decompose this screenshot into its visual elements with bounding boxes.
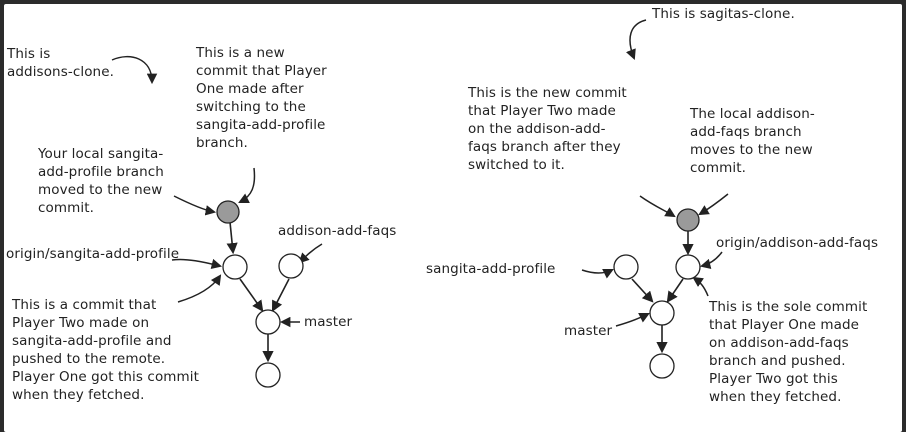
left-edge-origin-to-master xyxy=(239,278,264,312)
left-commit-master xyxy=(255,309,281,335)
right-sole-commit-note: This is the sole commit that Player One … xyxy=(709,299,868,405)
left-origin-label: origin/sangita-add-profile xyxy=(6,246,180,262)
right-edge-profile-to-master xyxy=(631,278,654,303)
right-commit-root xyxy=(649,353,675,379)
right-commit-profile xyxy=(613,254,639,280)
left-graph-edges xyxy=(226,221,290,363)
left-new-commit-note: This is a new commit that Player One mad… xyxy=(196,45,327,151)
left-graph-commits xyxy=(216,200,304,388)
left-pushed-arrow xyxy=(177,274,222,303)
left-new-commit-arrow xyxy=(238,167,256,203)
right-graph-edges xyxy=(631,230,694,354)
right-origin-label: origin/addison-add-faqs xyxy=(716,235,879,251)
left-commit-root xyxy=(255,362,281,388)
right-graph-commits xyxy=(613,208,701,379)
left-clone-arrow xyxy=(111,56,158,85)
left-faqs-label: addison-add-faqs xyxy=(278,223,397,239)
left-edge-new-to-origin xyxy=(226,221,238,255)
left-annotation-arrows xyxy=(111,56,323,328)
left-local-branch-note: Your local sangita- add-profile branch m… xyxy=(38,146,164,216)
right-master-arrow xyxy=(615,313,650,327)
left-local-branch-arrow xyxy=(173,195,217,216)
right-local-branch-note: The local addison- add-faqs branch moves… xyxy=(690,106,815,176)
left-edge-faqs-to-master xyxy=(271,278,290,312)
left-pushed-commit-note: This is a commit that Player Two made on… xyxy=(12,297,200,403)
right-annotation-arrows xyxy=(581,19,729,327)
right-new-commit-arrow xyxy=(639,195,676,218)
right-clone-arrow xyxy=(626,19,647,60)
right-local-branch-arrow xyxy=(698,193,729,216)
right-profile-label: sangita-add-profile xyxy=(426,261,556,277)
right-origin-arrow xyxy=(699,251,723,270)
right-profile-arrow xyxy=(581,269,614,279)
right-commit-new xyxy=(676,208,700,232)
left-commit-faqs xyxy=(278,253,304,279)
left-commit-new xyxy=(216,200,240,224)
left-clone-note: This is addisons-clone. xyxy=(7,46,115,80)
left-commit-origin-profile xyxy=(222,254,248,280)
left-faqs-arrow xyxy=(298,243,323,264)
right-commit-master xyxy=(649,300,675,326)
right-master-label: master xyxy=(564,323,613,339)
right-commit-origin-faqs xyxy=(675,254,701,280)
right-sole-arrow xyxy=(692,276,709,297)
right-new-commit-note: This is the new commit that Player Two m… xyxy=(468,85,627,173)
right-clone-note: This is sagitas-clone. xyxy=(652,6,795,22)
left-origin-arrow xyxy=(171,258,223,270)
right-edge-origin-to-master xyxy=(666,278,684,303)
left-master-label: master xyxy=(304,314,353,330)
